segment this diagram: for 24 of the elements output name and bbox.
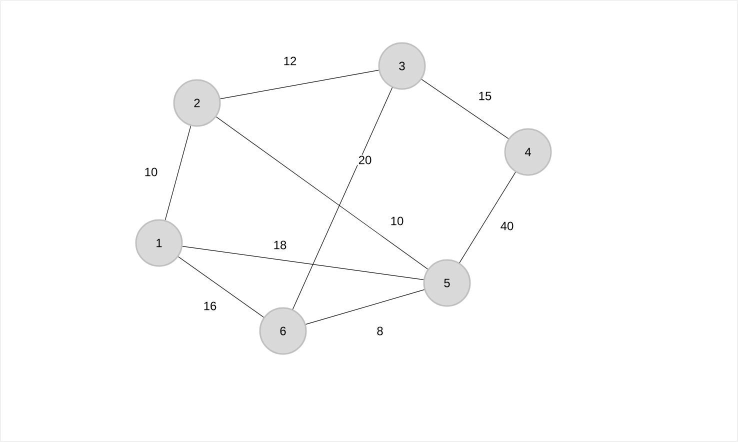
edge-label: 40 [499, 220, 515, 232]
edge-label: 18 [272, 240, 288, 250]
graph-node: 5 [423, 259, 471, 307]
edge-line [292, 87, 393, 310]
edge-line [220, 70, 379, 100]
edge-line [459, 172, 516, 264]
edge-line [421, 79, 509, 139]
graph-node: 6 [259, 307, 307, 355]
graph-node: 1 [135, 219, 183, 267]
graph-node: 2 [173, 79, 221, 127]
edge-line [306, 289, 425, 325]
edge-label: 20 [357, 154, 373, 166]
edge-label: 16 [202, 300, 218, 312]
graph-node: 4 [504, 128, 552, 176]
edge-label: 10 [143, 166, 159, 178]
edge-line [182, 246, 424, 280]
edge-line [216, 116, 428, 270]
graph-node: 3 [378, 42, 426, 90]
edge-line [178, 256, 264, 318]
edge-label: 15 [477, 90, 493, 102]
edge-label: 8 [376, 326, 384, 336]
edge-line [164, 126, 192, 220]
edge-label: 12 [282, 56, 298, 66]
edge-label: 10 [389, 216, 405, 226]
